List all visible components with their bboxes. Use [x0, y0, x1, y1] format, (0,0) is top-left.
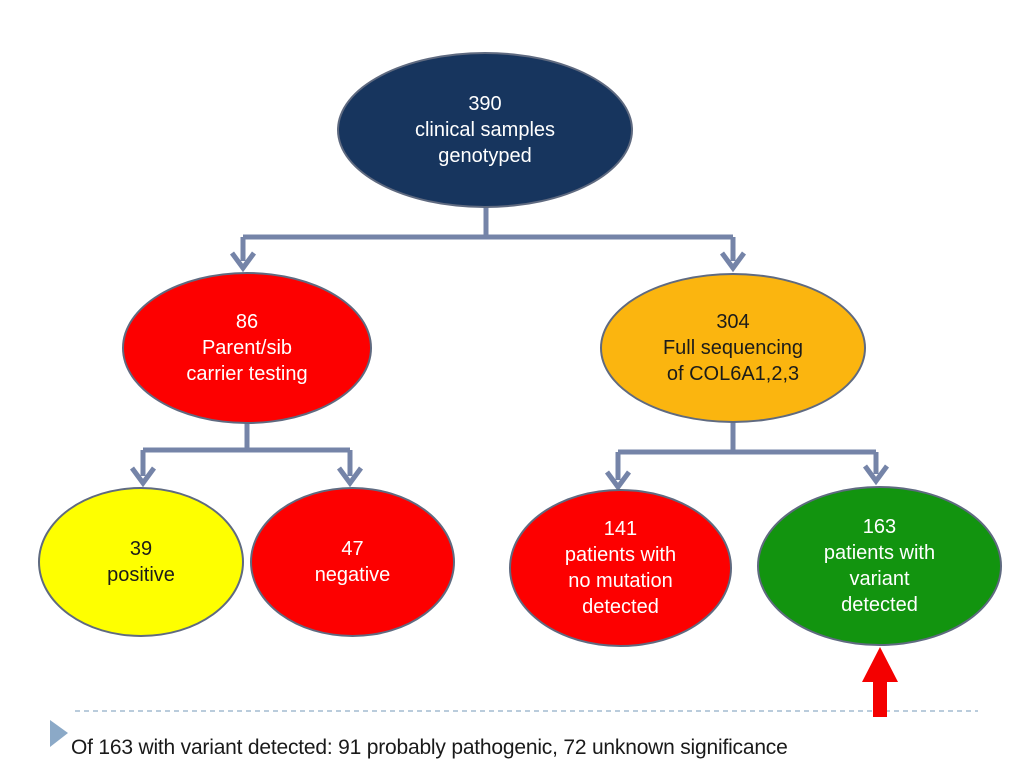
node-parent-sib-carrier-testing: 86 Parent/sib carrier testing	[122, 272, 372, 424]
node-text-line: patients with	[823, 542, 936, 564]
node-text: 39 positive	[107, 536, 175, 588]
node-text-line: 47	[341, 538, 364, 560]
node-positive: 39 positive	[38, 487, 244, 637]
node-no-mutation-detected: 141 patients with no mutation detected	[509, 489, 732, 647]
connector-carrier-to-children	[129, 418, 364, 488]
node-clinical-samples-genotyped: 390 clinical samples genotyped	[337, 52, 633, 208]
arrowhead-down-icon	[719, 251, 747, 273]
node-text-line: 39	[129, 538, 153, 560]
connector-sequencing-to-children	[604, 418, 890, 492]
connector-line	[615, 418, 879, 480]
node-text-line: clinical samples	[414, 119, 556, 141]
node-text-line: 390	[468, 93, 502, 115]
node-text-line: 86	[235, 311, 259, 333]
node-text: 304 Full sequencing of COL6A1,2,3	[663, 309, 803, 387]
node-text: 390 clinical samples genotyped	[415, 91, 555, 169]
node-full-sequencing-col6a: 304 Full sequencing of COL6A1,2,3	[600, 273, 866, 423]
node-text-line: carrier testing	[186, 363, 308, 385]
arrowhead-down-icon	[862, 464, 890, 486]
red-up-arrow-icon	[862, 647, 898, 717]
node-text-line: 141	[603, 518, 638, 540]
node-text-line: of COL6A1,2,3	[666, 363, 800, 385]
node-text-line: variant	[849, 568, 910, 590]
arrowhead-down-icon	[229, 251, 257, 273]
arrowhead-down-icon	[129, 466, 157, 488]
node-text: 141 patients with no mutation detected	[565, 516, 676, 620]
node-text-line: 304	[716, 311, 750, 333]
node-text-line: Full sequencing	[662, 337, 804, 359]
node-variant-detected: 163 patients with variant detected	[757, 486, 1002, 646]
node-text-line: detected	[582, 596, 659, 618]
right-triangle-bullet-icon	[50, 720, 68, 747]
node-text-line: detected	[841, 594, 918, 616]
node-text-line: Parent/sib	[201, 337, 293, 359]
node-text-line: positive	[107, 564, 175, 586]
node-text: 86 Parent/sib carrier testing	[186, 309, 307, 387]
footnote: Of 163 with variant detected: 91 probabl…	[71, 736, 788, 760]
node-text-line: 163	[862, 516, 897, 538]
node-text-line: negative	[314, 564, 391, 586]
node-text-line: genotyped	[438, 145, 532, 167]
connector-root-to-children	[229, 200, 747, 273]
node-text: 47 negative	[315, 536, 391, 588]
arrowhead-down-icon	[336, 466, 364, 488]
connector-line	[240, 200, 736, 261]
footnote-text: Of 163 with variant detected: 91 probabl…	[71, 736, 788, 759]
node-text-line: no mutation	[568, 570, 673, 592]
node-text: 163 patients with variant detected	[824, 514, 935, 618]
node-text-line: patients with	[564, 544, 677, 566]
node-negative: 47 negative	[250, 487, 455, 637]
connector-line	[140, 418, 353, 476]
arrowhead-down-icon	[604, 470, 632, 492]
